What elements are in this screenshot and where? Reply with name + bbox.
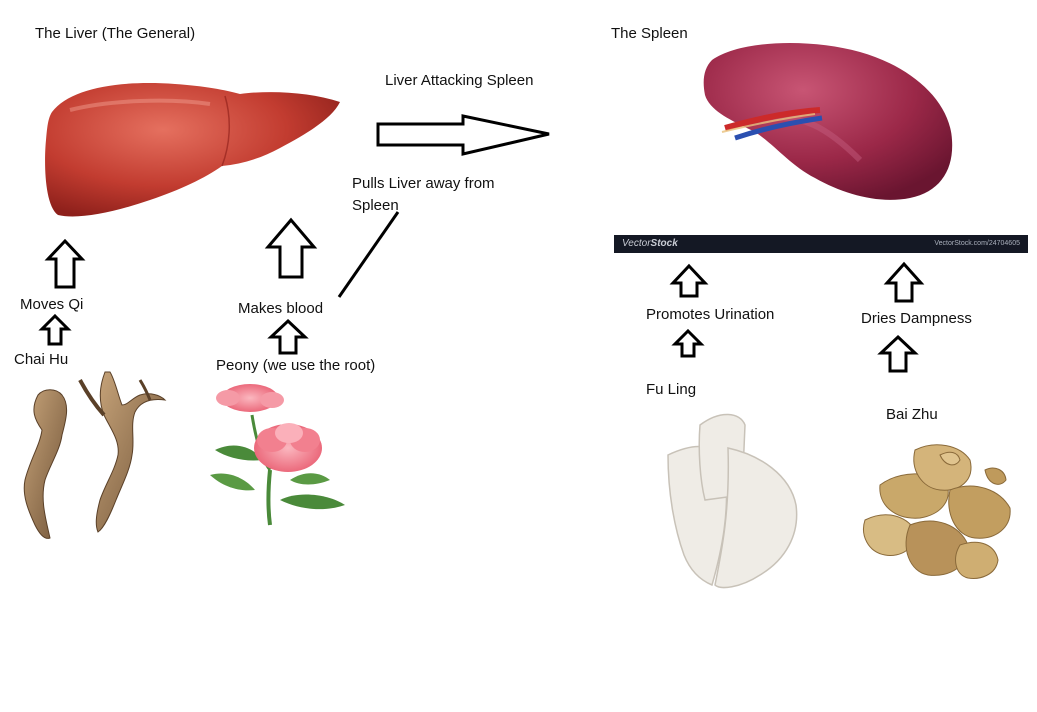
chai-hu-root-photo <box>23 371 167 539</box>
pulls-liver-label-line1: Pulls Liver away from <box>352 175 495 192</box>
liver-title: The Liver (The General) <box>35 25 196 42</box>
up-arrow-makes-blood-to-liver <box>264 217 318 279</box>
liver-attacking-spleen-label: Liver Attacking Spleen <box>385 72 534 89</box>
spleen-title: The Spleen <box>611 25 688 42</box>
bai-zhu-label: Bai Zhu <box>886 406 938 423</box>
watermark-id: VectorStock.com/24704605 <box>934 240 1020 247</box>
peony-label: Peony (we use the root) <box>216 357 376 374</box>
attack-arrow <box>376 114 550 156</box>
dries-dampness-label: Dries Dampness <box>861 310 972 327</box>
up-arrow-chai-hu-to-moves-qi <box>38 313 72 346</box>
watermark-bar: VectorStock VectorStock.com/24704605 <box>614 235 1028 253</box>
pulls-liver-label-line2: Spleen <box>352 197 399 214</box>
up-arrow-peony-to-makes-blood <box>267 318 309 355</box>
moves-qi-label: Moves Qi <box>20 296 84 313</box>
up-arrow-promotes-urination-to-spleen <box>669 263 709 298</box>
bai-zhu-slices-photo <box>863 444 1011 579</box>
fu-ling-slices-photo <box>667 413 798 589</box>
peony-flower-photo <box>210 384 345 526</box>
up-arrow-fu-ling-to-promotes-urination <box>671 328 705 358</box>
up-arrow-dries-dampness-to-spleen <box>883 261 925 303</box>
up-arrow-bai-zhu-to-dries-dampness <box>877 334 919 373</box>
liver-illustration <box>45 83 340 217</box>
fu-ling-label: Fu Ling <box>646 381 697 398</box>
watermark-brand: VectorStock <box>622 238 678 249</box>
chai-hu-label: Chai Hu <box>14 351 69 368</box>
up-arrow-moves-qi-to-liver <box>44 238 86 289</box>
pulls-liver-line <box>337 211 400 298</box>
makes-blood-label: Makes blood <box>238 300 324 317</box>
spleen-illustration <box>703 42 953 200</box>
promotes-urination-label: Promotes Urination <box>646 306 775 323</box>
